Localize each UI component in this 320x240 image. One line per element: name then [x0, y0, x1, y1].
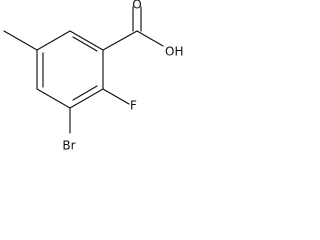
- methyl-bond: [3, 30, 38, 51]
- ring-bond-top-right: [69, 30, 104, 51]
- ring-bond-top-left: [36, 30, 71, 51]
- ring-double-bond-lower-right: [72, 85, 98, 101]
- ring-bond-bottom-left: [36, 88, 71, 109]
- ring-double-bond-top: [72, 36, 98, 52]
- hydroxyl-label: OH: [165, 45, 183, 59]
- chemical-structure-diagram: O OH F Br: [3, 0, 183, 153]
- bromine-label: Br: [62, 139, 75, 153]
- ring-bonds: [36, 30, 104, 109]
- carboxyl-carbon-bond: [102, 30, 138, 51]
- chemical-structure-canvas: O OH F Br: [0, 0, 194, 178]
- atom-labels: O OH F Br: [62, 0, 183, 153]
- hydroxyl-bond: [136, 30, 164, 47]
- fluorine-label: F: [130, 99, 137, 113]
- fluorine-bond: [102, 88, 130, 105]
- carbonyl-oxygen-label: O: [132, 0, 141, 12]
- substituent-bonds: [3, 6, 164, 134]
- ring-bond-right-lower: [69, 88, 104, 109]
